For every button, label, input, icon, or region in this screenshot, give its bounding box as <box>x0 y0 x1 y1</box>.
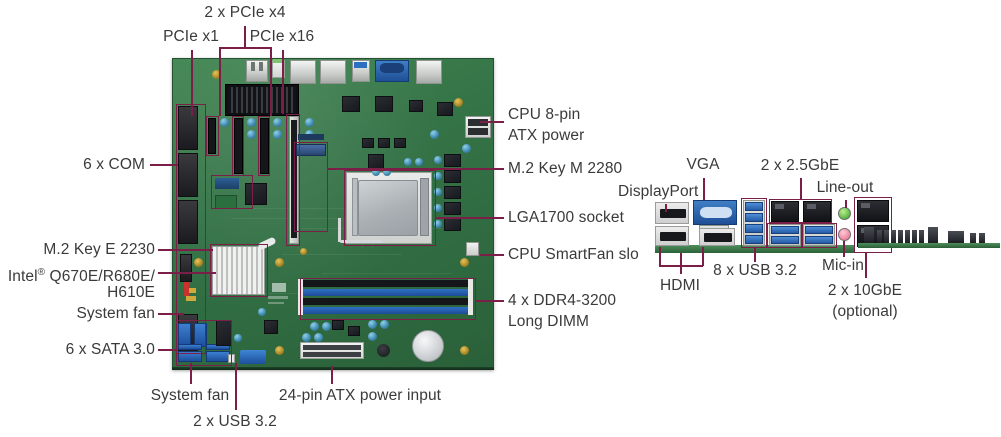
usb-port <box>745 202 763 211</box>
usb-port <box>771 236 799 244</box>
usb-stack-frame <box>743 200 765 246</box>
side-view-component <box>979 233 985 243</box>
callout-lan-25gbe: 2 x 2.5GbE <box>760 157 840 174</box>
callout-pcie-x1: PCIe x1 <box>163 28 219 45</box>
side-view-component <box>864 227 874 243</box>
leader-hdmi-stem <box>680 253 682 274</box>
side-view-component <box>898 230 903 243</box>
leader-pcie-x4-right <box>270 47 272 116</box>
leader-pcie-x1 <box>191 50 193 116</box>
callout-usb32-rear: 8 x USB 3.2 <box>713 262 797 279</box>
callout-cpu-smartfan: CPU SmartFan slo <box>508 246 639 263</box>
callout-m2-key-m: M.2 Key M 2280 <box>508 160 623 177</box>
side-view-component <box>877 230 882 243</box>
rj45-lan-port <box>771 201 799 222</box>
leader-hdmi-left <box>659 247 661 266</box>
side-view-component <box>919 230 924 243</box>
side-view-component <box>912 230 917 243</box>
pcb-side-view-image <box>858 222 1000 248</box>
callout-usb32-bottom: 2 x USB 3.2 <box>193 413 277 430</box>
callout-com: 6 x COM <box>83 156 145 173</box>
callout-sata: 6 x SATA 3.0 <box>65 341 155 358</box>
side-view-component <box>905 230 910 243</box>
leader-atx-24pin <box>331 366 333 384</box>
leader-usb32-bottom <box>235 363 237 410</box>
chipset-vendor: Intel <box>7 268 38 286</box>
registered-mark-icon: ® <box>37 267 46 278</box>
callout-atx-24pin: 24-pin ATX power input <box>278 387 442 404</box>
hdmi-connector-2 <box>699 228 735 246</box>
side-view-component <box>928 227 938 243</box>
callout-hdmi: HDMI <box>659 277 700 294</box>
leader-m2-key-m <box>328 168 504 170</box>
callout-ddr4-line1: 4 x DDR4-3200 <box>508 292 617 309</box>
leader-hdmi-right <box>702 247 704 266</box>
leader-line-out <box>845 200 847 208</box>
rj45-10gbe-port <box>857 200 889 222</box>
leader-cpu-8pin <box>480 121 504 123</box>
hdmi-connector <box>655 226 689 246</box>
callout-pcie-x16: PCIe x16 <box>249 28 315 45</box>
callout-system-fan-bottom: System fan <box>150 387 230 404</box>
usb-port <box>745 213 763 222</box>
leader-com <box>150 164 178 166</box>
usb-port <box>805 236 833 244</box>
callout-cpu-8pin-line2: ATX power <box>508 127 585 144</box>
leader-system-fan-left <box>158 313 184 315</box>
chipset-models: Q670E/R680E/ <box>45 268 155 286</box>
callout-line-out: Line-out <box>816 179 874 196</box>
leader-pcie-x4-left <box>219 47 221 116</box>
callout-pcie-x4: 2 x PCIe x4 <box>204 4 286 21</box>
leader-system-fan-bottom <box>190 363 192 384</box>
leader-cpu-smartfan <box>480 254 504 256</box>
leader-lan-10gbe <box>865 253 867 278</box>
leader-mic-in <box>843 241 845 257</box>
leader-sata <box>158 349 178 351</box>
callout-mic-in: Mic-in <box>822 257 864 274</box>
leader-pcie-x16 <box>282 50 284 114</box>
rear-io-panel-image <box>655 196 855 253</box>
leader-lan-25gbe <box>800 178 802 200</box>
leader-ddr4 <box>476 300 504 302</box>
leader-vga <box>703 178 705 200</box>
callout-ddr4-line2: Long DIMM <box>508 313 590 330</box>
side-view-pcb <box>858 243 1000 248</box>
leader-chipset <box>158 272 216 274</box>
line-out-jack <box>838 207 851 220</box>
callout-displayport: DisplayPort <box>618 183 699 200</box>
side-view-component <box>948 231 964 243</box>
callout-chipset-line2: H610E <box>107 284 155 301</box>
callout-vga: VGA <box>686 156 720 173</box>
leader-usb32-rear <box>754 248 756 262</box>
callout-m2-key-e: M.2 Key E 2230 <box>43 241 155 258</box>
leader-lga1700 <box>436 217 504 219</box>
leader-displayport <box>665 204 667 212</box>
motherboard-image <box>172 58 494 370</box>
usb-port <box>805 226 833 234</box>
mic-in-jack <box>838 228 851 241</box>
callout-lan-10gbe-line1: 2 x 10GbE <box>827 282 903 299</box>
leader-m2-key-e <box>158 249 213 251</box>
usb-port <box>745 235 763 244</box>
callout-cpu-8pin-line1: CPU 8-pin <box>508 106 581 123</box>
leader-hdmi-bracket <box>659 265 703 267</box>
side-view-component <box>884 230 889 243</box>
displayport-connector <box>655 202 689 224</box>
rj45-lan-port <box>803 201 831 222</box>
callout-chipset-line1: Intel® Q670E/R680E/ <box>0 263 155 286</box>
callout-system-fan-left: System fan <box>76 305 155 322</box>
side-view-component <box>970 233 976 243</box>
usb-port <box>771 226 799 234</box>
vga-connector <box>693 200 737 225</box>
side-view-component <box>891 230 896 243</box>
callout-lan-10gbe-line2: (optional) <box>832 303 898 320</box>
leader-pcie-x4-bracket <box>219 47 271 49</box>
leader-pcie-x4-stem <box>244 26 246 48</box>
callout-lga1700: LGA1700 socket <box>508 209 624 226</box>
usb-port <box>745 224 763 233</box>
